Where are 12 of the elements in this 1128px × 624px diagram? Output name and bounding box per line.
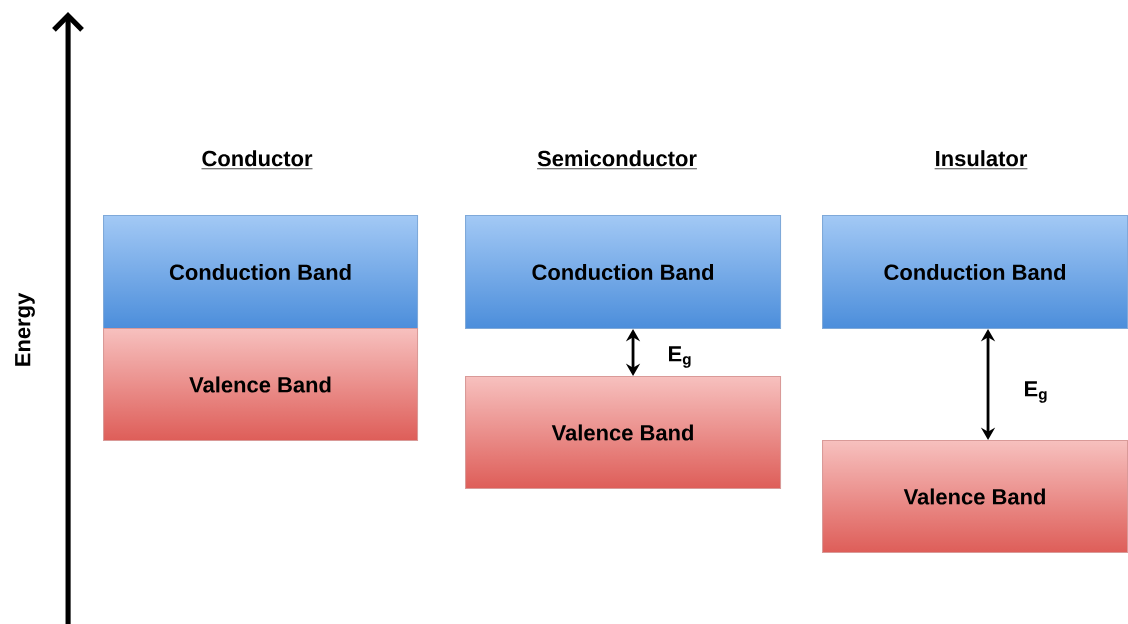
band-box: Valence Band (465, 376, 782, 490)
edge-label: E$_{g}$ (669, 346, 691, 368)
band-box: Valence Band (103, 328, 419, 442)
band-box: Valence Band (822, 440, 1128, 554)
heading: Insulator (934, 150, 1028, 170)
axis-label: Energy (15, 292, 35, 366)
band-box: Conduction Band (465, 215, 782, 330)
band-box: Conduction Band (103, 215, 419, 330)
heading: Conductor (201, 150, 313, 170)
heading: Semiconductor (536, 150, 698, 170)
band-box: Conduction Band (822, 215, 1128, 330)
edge-label: E$_{g}$ (1025, 381, 1047, 403)
